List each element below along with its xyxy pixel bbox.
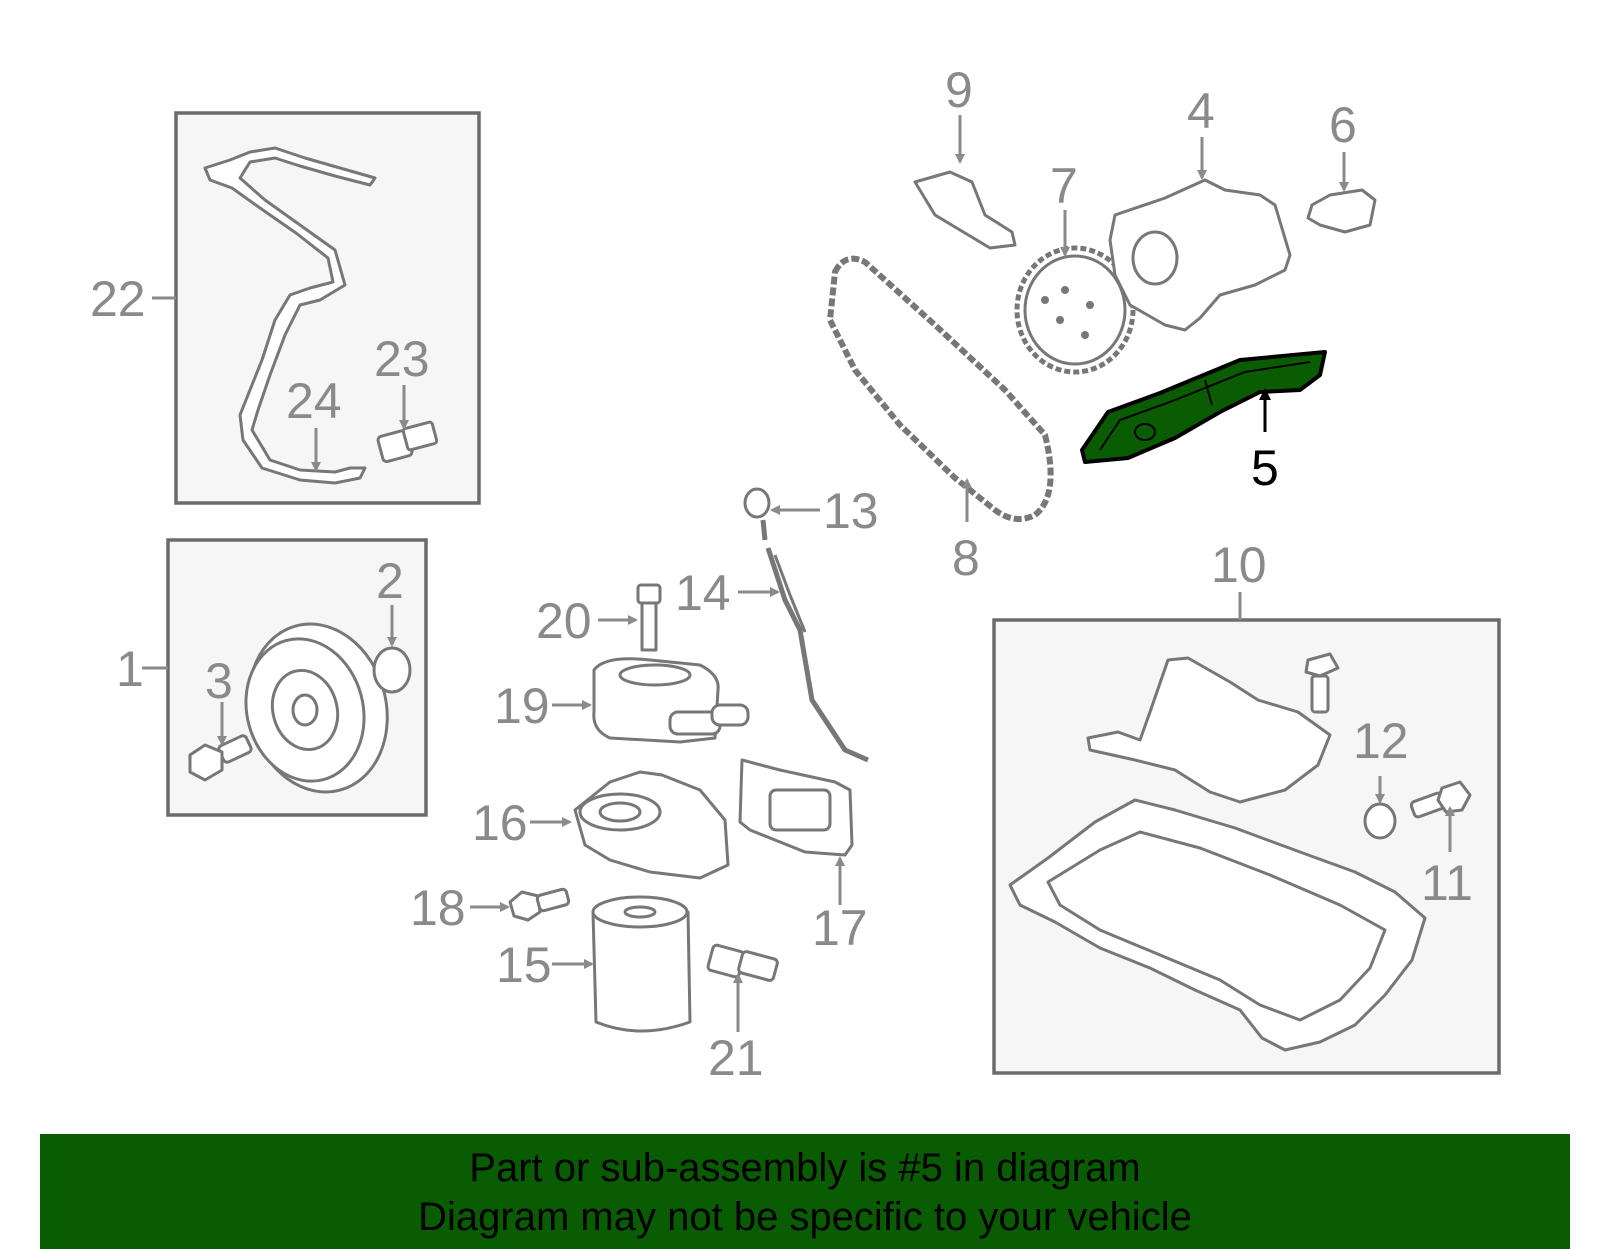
callout-24: 24 bbox=[286, 373, 342, 429]
callout-8: 8 bbox=[952, 530, 980, 586]
part-13-dipstick-handle[interactable] bbox=[743, 487, 771, 519]
callout-20: 20 bbox=[536, 593, 592, 649]
callout-15: 15 bbox=[496, 937, 552, 993]
callout-19: 19 bbox=[494, 678, 550, 734]
part-5-chain-guide[interactable] bbox=[1080, 350, 1327, 464]
callout-13: 13 bbox=[823, 483, 879, 539]
callout-5: 5 bbox=[1251, 440, 1279, 496]
callout-16: 16 bbox=[472, 795, 528, 851]
callout-9: 9 bbox=[945, 62, 973, 118]
callout-6: 6 bbox=[1329, 97, 1357, 153]
part-9-tensioner[interactable] bbox=[913, 170, 1017, 250]
callout-7: 7 bbox=[1050, 158, 1078, 214]
part-11-drain-plug[interactable] bbox=[1409, 780, 1472, 819]
callout-11: 11 bbox=[1421, 855, 1473, 911]
part-19-oil-cooler[interactable] bbox=[592, 657, 750, 744]
part-10-baffle[interactable] bbox=[1086, 656, 1332, 804]
part-20-bolt[interactable] bbox=[636, 583, 662, 652]
part-18-bolt[interactable] bbox=[508, 887, 571, 922]
part-14-tube bbox=[773, 554, 807, 633]
part-6-gasket[interactable] bbox=[1306, 188, 1377, 234]
part-15-oil-filter[interactable] bbox=[591, 895, 692, 1033]
part-12-oring[interactable] bbox=[1363, 802, 1397, 840]
callout-10: 10 bbox=[1211, 537, 1267, 593]
part-16-filter-housing[interactable] bbox=[573, 770, 730, 880]
callout-21: 21 bbox=[708, 1030, 764, 1086]
part-23-sensor[interactable] bbox=[376, 420, 439, 464]
callout-1: 1 bbox=[116, 641, 144, 697]
callout-2: 2 bbox=[376, 553, 404, 609]
callout-14: 14 bbox=[675, 565, 731, 621]
part-10-pan-bolt bbox=[1304, 652, 1340, 714]
part-17-gasket-window bbox=[768, 788, 832, 832]
part-14-dipstick[interactable] bbox=[760, 519, 869, 763]
part-5-guide-detail bbox=[1099, 361, 1311, 451]
callout-17: 17 bbox=[812, 900, 868, 956]
part-4-oil-pump[interactable] bbox=[1108, 178, 1292, 332]
callout-12: 12 bbox=[1353, 713, 1409, 769]
callout-22: 22 bbox=[90, 271, 146, 327]
part-22-gasket[interactable] bbox=[203, 146, 377, 485]
part-7-sprocket[interactable] bbox=[1014, 245, 1136, 375]
part-21-pressure-switch[interactable] bbox=[706, 943, 779, 982]
callout-23: 23 bbox=[374, 331, 430, 387]
part-5-hole bbox=[1134, 423, 1156, 441]
callout-18: 18 bbox=[410, 880, 466, 936]
part-10-pan-inner bbox=[1046, 830, 1387, 1022]
banner-line-1: Part or sub-assembly is #5 in diagram bbox=[469, 1146, 1141, 1190]
info-banner: Part or sub-assembly is #5 in diagram Di… bbox=[40, 1134, 1570, 1249]
part-2-seal[interactable] bbox=[372, 646, 412, 694]
part-3-bolt[interactable] bbox=[188, 734, 253, 782]
callout-4: 4 bbox=[1187, 83, 1215, 139]
banner-line-2: Diagram may not be specific to your vehi… bbox=[418, 1195, 1192, 1239]
part-10-pan[interactable] bbox=[1008, 798, 1427, 1052]
callout-3: 3 bbox=[205, 653, 233, 709]
part-4-pump-port bbox=[1131, 230, 1179, 286]
part-8-timing-chain[interactable] bbox=[827, 255, 1054, 522]
